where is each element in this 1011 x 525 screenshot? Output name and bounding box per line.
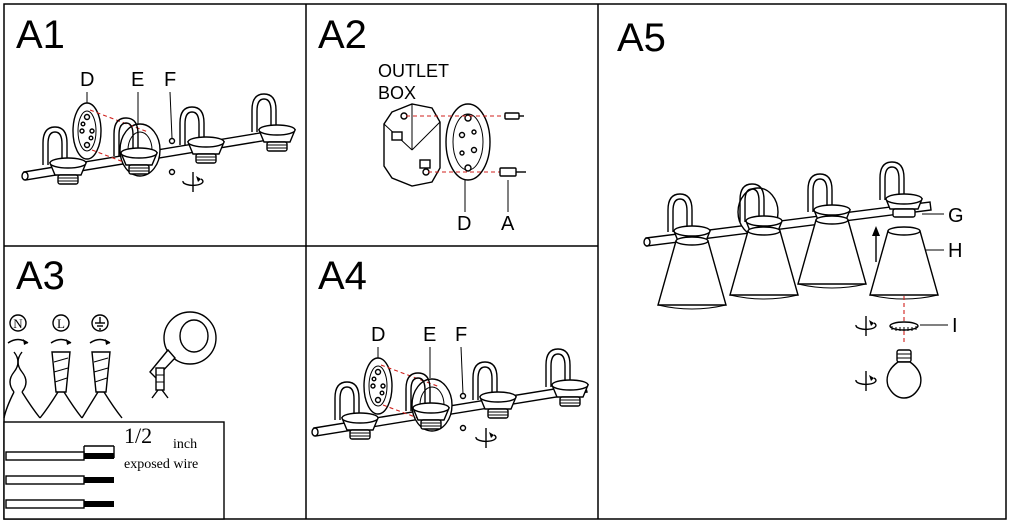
panel-title-a5: A5	[617, 16, 666, 60]
part-label-h: H	[948, 240, 962, 262]
electrical-tape-icon	[149, 311, 217, 399]
rotate-arrow-icon	[855, 370, 877, 392]
part-label-e: E	[423, 324, 436, 346]
part-label-f: F	[455, 324, 467, 346]
panel-a1: A1 D E F	[16, 13, 296, 193]
rotate-arrow-icon	[182, 171, 204, 193]
panel-a4: A4 D E F	[311, 254, 589, 449]
part-label-a: A	[501, 213, 515, 235]
panel-a2: A2 OUTLET BOX D A	[318, 13, 526, 235]
light-bar-drawing	[311, 348, 589, 449]
panel-title-a2: A2	[318, 13, 367, 57]
strip-length-value: 1/2	[124, 423, 152, 448]
glass-shade-h	[869, 226, 939, 300]
outlet-box-label-line2: BOX	[378, 83, 416, 103]
retaining-ring-i	[889, 321, 919, 331]
panel-title-a1: A1	[16, 13, 65, 57]
part-label-f: F	[164, 69, 176, 91]
outlet-box-label-line1: OUTLET	[378, 61, 449, 81]
light-bulb-icon	[886, 349, 922, 399]
strip-length-caption: exposed wire	[124, 457, 198, 472]
panel-title-a4: A4	[318, 254, 367, 298]
part-label-g: G	[948, 205, 964, 227]
svg-text:L: L	[57, 316, 65, 331]
rotate-arrow-icon	[855, 315, 877, 337]
wire-connector	[39, 351, 83, 419]
light-bar-drawing	[21, 93, 296, 193]
twist-arrow-icon	[7, 338, 111, 345]
twisted-wire-pair	[3, 351, 41, 419]
panel-a5: A5 G H I	[617, 16, 964, 399]
ground-icon	[91, 314, 109, 332]
neutral-symbol: N	[9, 314, 27, 332]
part-label-e: E	[131, 69, 144, 91]
panel-a3: A3 N L	[3, 254, 225, 520]
part-label-d: D	[80, 69, 94, 91]
outlet-box-drawing	[383, 103, 526, 187]
live-symbol: L	[52, 314, 70, 332]
part-label-i: I	[952, 315, 958, 337]
panel-title-a3: A3	[16, 254, 65, 298]
assembled-fixture-drawing	[643, 161, 939, 399]
part-label-d: D	[457, 213, 471, 235]
part-label-d: D	[371, 324, 385, 346]
wire-strip-gauge: 1/2 inch exposed wire	[3, 421, 225, 520]
rotate-arrow-icon	[475, 427, 497, 449]
strip-length-unit: inch	[173, 437, 197, 452]
panel-grid	[3, 3, 1007, 520]
wire-connector	[81, 351, 123, 419]
svg-text:N: N	[13, 316, 23, 331]
